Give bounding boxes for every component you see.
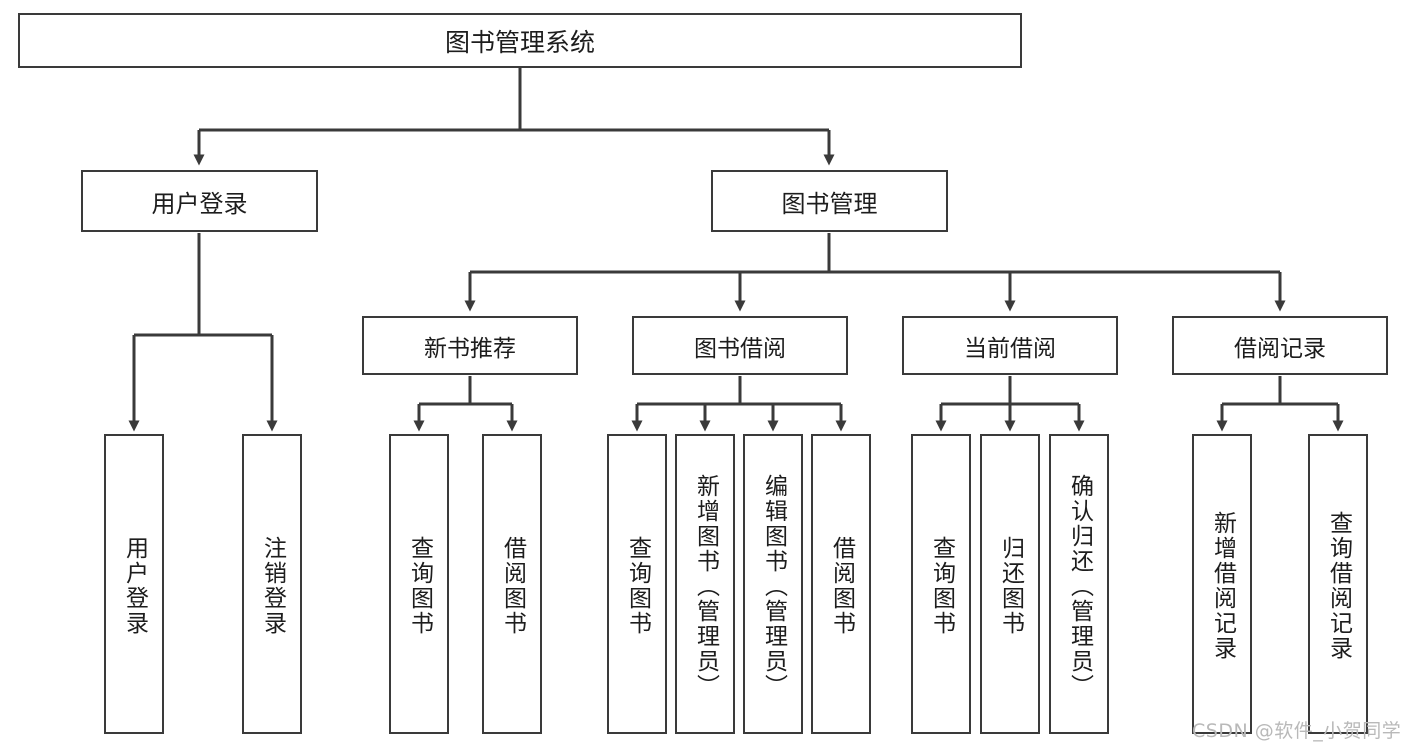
node-new-book-recommend[interactable]: 新书推荐 (362, 316, 578, 375)
node-borrow-record[interactable]: 借阅记录 (1172, 316, 1388, 375)
watermark-csdn: CSDN @软件_小贺同学 (1192, 720, 1402, 742)
node-book-manage[interactable]: 图书管理 (711, 170, 948, 232)
connector-borrowrecord-to-leaves (1216, 376, 1344, 432)
node-label: 新增借阅记录 (1209, 511, 1236, 661)
node-label: 归还图书 (997, 536, 1024, 636)
node-label: 新书推荐 (424, 335, 516, 362)
node-label: 查询图书 (624, 536, 651, 636)
node-leaf-query-borrow-record[interactable]: 查询借阅记录 (1308, 434, 1368, 734)
node-label: 查询借阅记录 (1325, 511, 1352, 661)
node-leaf-borrow-book-recommend[interactable]: 借阅图书 (482, 434, 542, 734)
connector-newbook-to-leaves (413, 376, 518, 432)
node-leaf-user-logout[interactable]: 注销登录 (242, 434, 302, 734)
node-label: 当前借阅 (964, 335, 1056, 362)
node-label: 用户登录 (121, 536, 148, 636)
node-leaf-edit-book-admin[interactable]: 编辑图书（管理员） (743, 434, 803, 734)
node-label: 新增图书（管理员） (692, 473, 719, 699)
node-leaf-return-book[interactable]: 归还图书 (980, 434, 1040, 734)
connector-userlogin-to-leaves (128, 233, 278, 432)
node-leaf-query-book-recommend[interactable]: 查询图书 (389, 434, 449, 734)
node-label: 查询图书 (928, 536, 955, 636)
connector-bookmanage-to-level3 (464, 233, 1286, 312)
connector-root-to-level2 (193, 68, 835, 166)
node-root-book-management-system[interactable]: 图书管理系统 (18, 13, 1022, 68)
node-leaf-add-book-admin[interactable]: 新增图书（管理员） (675, 434, 735, 734)
node-leaf-borrow-book[interactable]: 借阅图书 (811, 434, 871, 734)
node-leaf-user-login[interactable]: 用户登录 (104, 434, 164, 734)
node-leaf-query-book-borrow[interactable]: 查询图书 (607, 434, 667, 734)
node-label: 用户登录 (151, 189, 248, 218)
node-label: 注销登录 (259, 536, 286, 636)
node-user-login[interactable]: 用户登录 (81, 170, 318, 232)
node-leaf-add-borrow-record[interactable]: 新增借阅记录 (1192, 434, 1252, 734)
node-label: 图书管理系统 (444, 27, 595, 57)
connector-currentborrow-to-leaves (935, 376, 1085, 432)
node-label: 借阅图书 (499, 536, 526, 636)
node-label: 确认归还（管理员） (1066, 473, 1093, 699)
node-label: 借阅记录 (1234, 335, 1326, 362)
node-label: 图书借阅 (694, 335, 786, 362)
node-label: 借阅图书 (828, 536, 855, 636)
node-book-borrow[interactable]: 图书借阅 (632, 316, 848, 375)
node-label: 编辑图书（管理员） (760, 473, 787, 699)
connector-bookborrow-to-leaves (631, 376, 847, 432)
node-label: 图书管理 (781, 189, 878, 218)
node-label: 查询图书 (406, 536, 433, 636)
node-leaf-confirm-return-admin[interactable]: 确认归还（管理员） (1049, 434, 1109, 734)
node-leaf-query-book-current[interactable]: 查询图书 (911, 434, 971, 734)
node-current-borrow[interactable]: 当前借阅 (902, 316, 1118, 375)
